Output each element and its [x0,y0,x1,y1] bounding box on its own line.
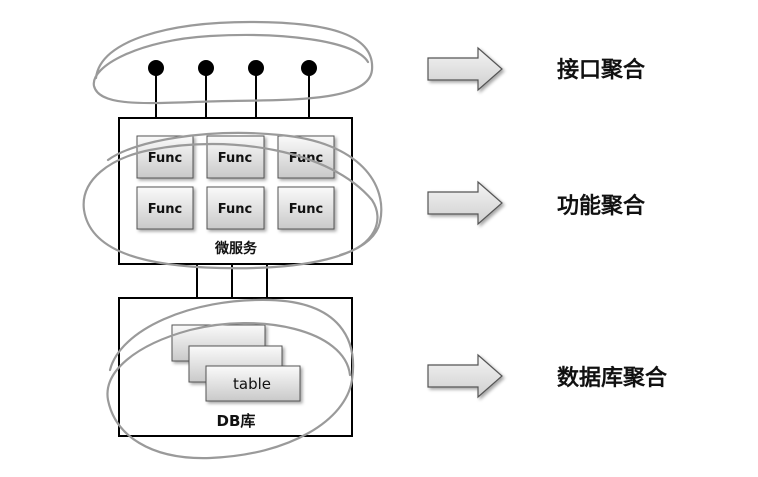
arrow-interface [427,46,503,92]
func-label: Func [218,202,252,217]
endpoint-dot [301,60,317,76]
func-label: Func [218,151,252,166]
func-grid: Func Func Func Func Func Func [136,135,335,230]
func-box: Func [136,135,194,179]
func-box: Func [206,135,265,179]
data-aggregation-label: 数据库聚合 [557,365,668,391]
microservice-label: 微服务 [214,240,258,257]
table-stack: table [171,324,301,402]
func-label: Func [289,202,323,217]
func-label: Func [148,202,182,217]
interface-aggregation-label: 接口聚合 [557,57,646,83]
aggregation-loops [82,20,383,460]
interface-endpoints [148,60,317,118]
func-label: Func [148,151,182,166]
table-sheet [205,365,301,402]
data-loop [106,298,355,460]
endpoint-dot [148,60,164,76]
endpoint-dot [248,60,264,76]
interface-loop [92,20,374,105]
endpoint-dot [198,60,214,76]
arrow-function [427,180,503,226]
function-loop [82,131,383,270]
db-connectors [196,264,268,298]
func-box: Func [277,135,335,179]
func-box: Func [277,186,335,230]
db-label: DB库 [217,412,256,430]
func-box: Func [206,186,265,230]
function-aggregation-label: 功能聚合 [557,193,646,219]
arrow-data [427,353,503,399]
func-box: Func [136,186,194,230]
table-label: table [233,375,271,393]
